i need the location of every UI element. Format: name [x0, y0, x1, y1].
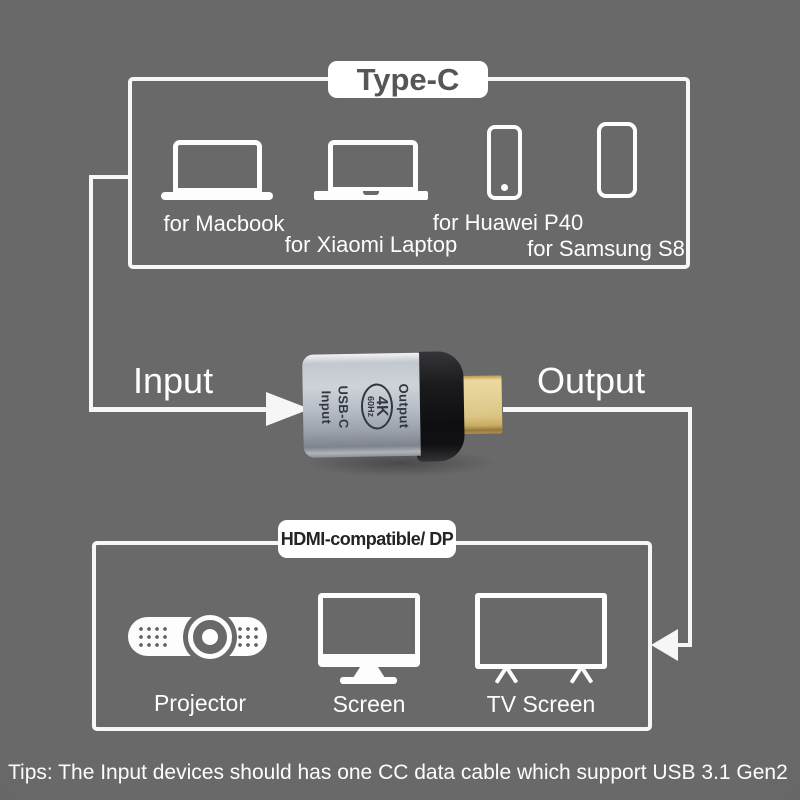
hdmi-badge: HDMI-compatible/ DP	[278, 520, 456, 558]
tv-leg-bar	[505, 667, 518, 684]
input-path-vertical-segment	[89, 175, 93, 411]
laptop-base	[314, 191, 428, 200]
device-label-xiaomi: for Xiaomi Laptop	[284, 232, 458, 257]
adapter-aluminum-body: USB-C Input 4K 60Hz Output	[302, 352, 421, 458]
output-label: Output	[537, 360, 646, 401]
tv-leg-right	[569, 667, 593, 684]
laptop-screen	[328, 140, 418, 192]
hdmi-label: HDMI-compatible/ DP	[280, 528, 454, 549]
monitor-stand	[353, 666, 385, 678]
phone-body	[487, 125, 522, 200]
output-path-vertical-segment	[688, 407, 692, 647]
input-path-horizontal-segment	[89, 407, 268, 412]
adapter-plug-text: Output	[396, 383, 412, 429]
phone-body	[597, 122, 637, 198]
input-path-top-segment	[89, 175, 130, 179]
input-label: Input	[133, 360, 214, 401]
output-path-horizontal-segment	[503, 407, 692, 412]
tv-leg-bar	[580, 667, 593, 684]
device-label-tv-screen: TV Screen	[486, 691, 596, 717]
projector-vent-right	[236, 625, 261, 650]
monitor-base	[340, 677, 397, 684]
output-arrow-icon	[651, 629, 678, 661]
projector-lens-dot	[202, 629, 218, 645]
adapter-black-housing	[415, 350, 465, 462]
adapter-port-text: USB-C Input	[317, 385, 352, 429]
usb-c-to-hdmi-adapter-photo: USB-C Input 4K 60Hz Output	[302, 348, 509, 467]
adapter-port-line1: USB-C	[335, 385, 352, 429]
device-label-macbook: for Macbook	[163, 211, 285, 236]
laptop-base-notch	[363, 191, 379, 195]
tips-text: Tips: The Input devices should has one C…	[8, 761, 788, 784]
device-label-huawei: for Huawei P40	[432, 210, 584, 235]
laptop-screen	[173, 140, 262, 193]
tv-leg-left	[494, 667, 518, 684]
laptop-base	[161, 192, 273, 200]
type-c-label: Type-C	[356, 61, 460, 97]
adapter-port-line2: Input	[318, 390, 335, 425]
phone-home-dot	[501, 184, 508, 191]
monitor-chin	[323, 654, 415, 662]
projector-vent-left	[137, 625, 170, 650]
tv-frame	[475, 593, 607, 669]
device-label-screen: Screen	[332, 691, 406, 717]
type-c-badge: Type-C	[328, 61, 488, 98]
device-label-samsung: for Samsung S8	[527, 236, 685, 261]
projector-lens-ring	[188, 615, 232, 659]
adapter-badge-60hz: 60Hz	[365, 396, 377, 418]
device-label-projector: Projector	[153, 690, 247, 716]
adapter-badge-4k: 4K	[372, 396, 391, 417]
adapter-4k-badge: 4K 60Hz	[360, 383, 394, 430]
output-path-stub-segment	[676, 643, 692, 647]
monitor-frame	[318, 593, 420, 667]
